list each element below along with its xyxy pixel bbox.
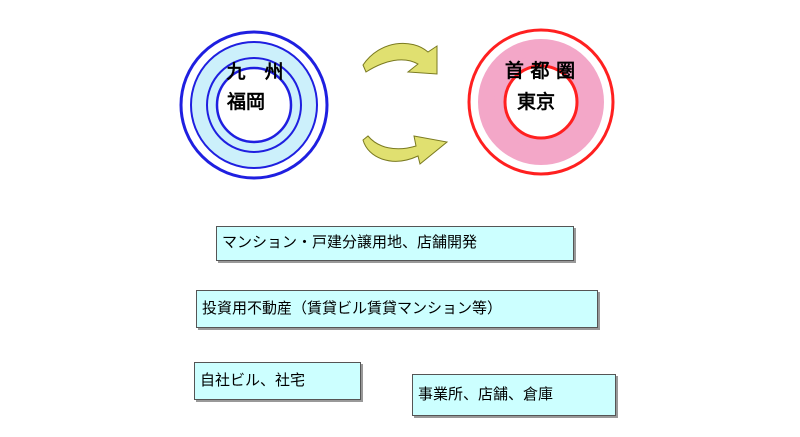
tokyo-label: 東京 (517, 90, 555, 113)
kyushu-ring: 九 州 福岡 (179, 30, 329, 180)
kyushu-label: 九 州 (225, 61, 283, 83)
company-buildings-box: 自社ビル、社宅 (194, 362, 361, 400)
capital-area-ring: 首 都 圏 東京 (467, 28, 615, 176)
fukuoka-label: 福岡 (226, 90, 265, 113)
offices-stores-box: 事業所、店舗、倉庫 (412, 374, 616, 416)
capital-area-label: 首 都 圏 (505, 59, 575, 82)
curved-arrow-left-icon (362, 135, 449, 165)
investment-real-estate-box: 投資用不動産（賃貸ビル賃貸マンション等） (196, 290, 598, 328)
curved-arrow-right-icon (362, 42, 438, 75)
condo-development-box: マンション・戸建分譲用地、店舗開発 (216, 226, 574, 261)
